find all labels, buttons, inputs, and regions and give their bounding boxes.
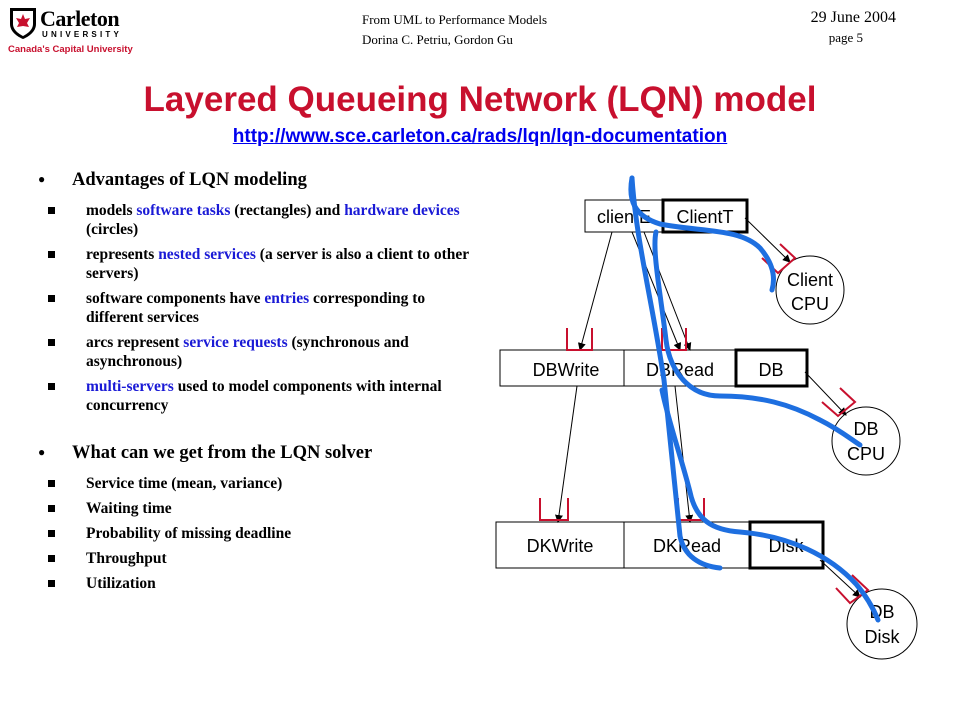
shield-icon — [10, 8, 36, 39]
logo-name: Carleton — [40, 6, 120, 31]
svg-text:DB: DB — [853, 419, 878, 439]
db-task-label: DB — [758, 360, 783, 380]
client-task-label: ClientT — [676, 207, 733, 227]
disk-task: DKWrite DKRead Disk — [495, 520, 825, 570]
list-item: multi-servers used to model components w… — [38, 377, 478, 415]
db-cpu-device: DB CPU — [831, 406, 901, 476]
list-item: Service time (mean, variance) — [38, 474, 478, 493]
db-task: DBWrite DBRead DB — [499, 348, 809, 388]
svg-text:Client: Client — [787, 270, 833, 290]
db-disk-device: DB Disk — [846, 588, 918, 660]
logo-tagline: Canada's Capital University — [8, 44, 133, 55]
header-info: From UML to Performance Models Dorina C.… — [362, 10, 547, 50]
svg-text:Disk: Disk — [865, 627, 901, 647]
list-item: represents nested services (a server is … — [38, 245, 478, 283]
bullet-list: Advantages of LQN modeling models softwa… — [38, 170, 478, 599]
list-item: Throughput — [38, 549, 478, 568]
slide-date: 29 June 2004 — [810, 9, 896, 26]
dbwrite-entry-label: DBWrite — [533, 360, 600, 380]
documentation-link[interactable]: http://www.sce.carleton.ca/rads/lqn/lqn-… — [232, 126, 728, 147]
logo-university: UNIVERSITY — [42, 30, 123, 39]
list-item: models software tasks (rectangles) and h… — [38, 201, 478, 239]
svg-text:CPU: CPU — [847, 444, 885, 464]
dkread-entry-label: DKRead — [653, 536, 721, 556]
authors: Dorina C. Petriu, Gordon Gu — [362, 32, 513, 47]
course-title: From UML to Performance Models — [362, 12, 548, 27]
carleton-logo: Carleton UNIVERSITY Canada's Capital Uni… — [6, 4, 146, 56]
slide-title: Layered Queueing Network (LQN) model — [143, 80, 817, 119]
dkwrite-entry-label: DKWrite — [527, 536, 594, 556]
page-number: page 5 — [828, 30, 863, 45]
list-item: Utilization — [38, 574, 478, 593]
lqn-diagram: clientE ClientT DBWrite DBRead DB DKWrit… — [495, 175, 918, 660]
disk-task-label: Disk — [769, 536, 805, 556]
client-cpu-device: Client CPU — [775, 255, 845, 325]
header-meta: 29 June 2004 page 5 — [746, 8, 896, 48]
section-heading: Advantages of LQN modeling — [38, 170, 478, 191]
list-item: Probability of missing deadline — [38, 524, 478, 543]
list-item: Waiting time — [38, 499, 478, 518]
svg-text:CPU: CPU — [791, 294, 829, 314]
list-item: arcs represent service requests (synchro… — [38, 333, 478, 371]
execution-path-annotation — [628, 175, 881, 623]
section-heading: What can we get from the LQN solver — [38, 443, 478, 464]
list-item: software components have entries corresp… — [38, 289, 478, 327]
